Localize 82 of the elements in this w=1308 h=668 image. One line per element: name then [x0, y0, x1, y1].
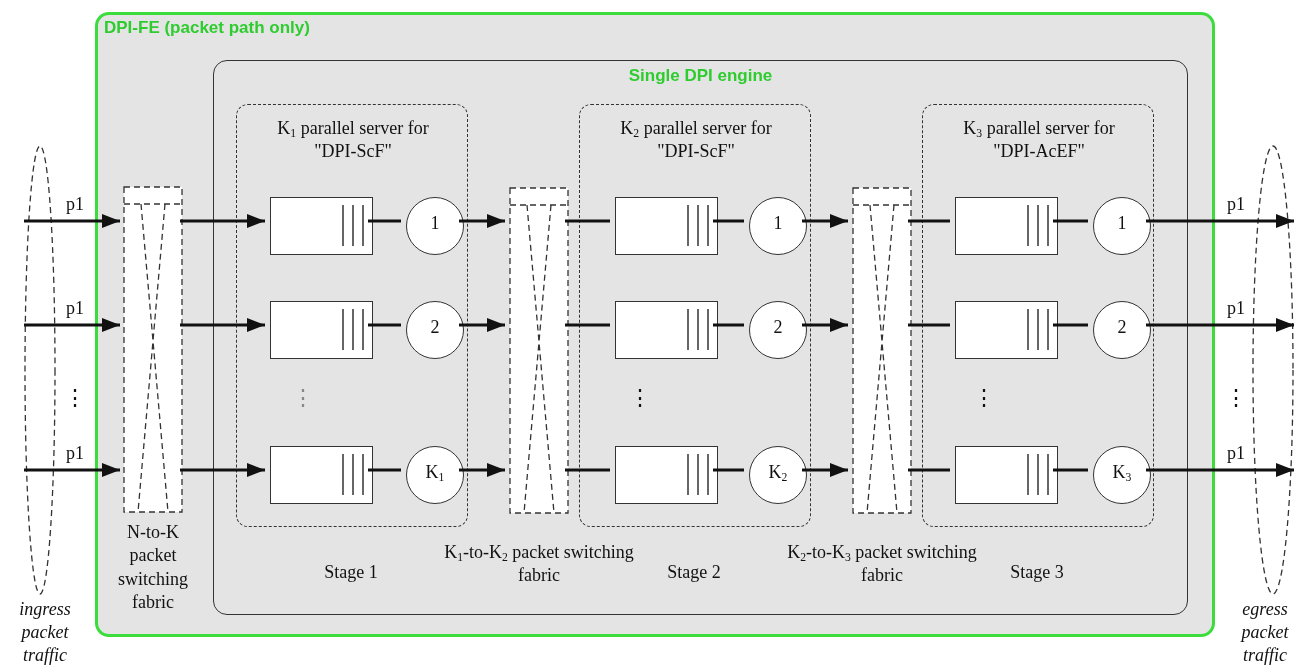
connector-line [1053, 468, 1088, 472]
arrow [1146, 463, 1294, 477]
connector-line [565, 323, 610, 327]
stage-title: K$_{2}$ parallel server for "DPI-ScF" [619, 117, 773, 164]
arrow [802, 214, 848, 228]
server-number: K$_{2}$ [767, 461, 789, 485]
server-number: K$_{3}$ [1111, 461, 1133, 485]
arrow [802, 318, 848, 332]
caption-text: Stage 2 [666, 561, 722, 584]
connector-line [1053, 323, 1088, 327]
stage-title: K$_{3}$ parallel server for "DPI-AcEF" [962, 117, 1116, 164]
caption-text: egress packet traffic [1239, 598, 1290, 668]
queue-box [270, 301, 373, 359]
caption-text: K$_{2}$-to-K$_{3}$ packet switching fabric [786, 541, 978, 588]
ellipsis-mark: ⋮ [292, 384, 308, 412]
caption-text: Stage 3 [1009, 561, 1065, 584]
dashed-group-box [922, 104, 1154, 527]
switching-fabric-box [123, 186, 183, 513]
switching-fabric-box [509, 187, 569, 514]
queue-box [955, 446, 1058, 504]
caption-text: ingress packet traffic [18, 598, 72, 668]
arrow [459, 318, 505, 332]
server-number: 2 [772, 316, 784, 339]
arrow [459, 463, 505, 477]
queue-box [615, 197, 718, 255]
dashed-ellipse [1252, 145, 1294, 595]
edge-label: p1 [65, 442, 85, 465]
connector-line [713, 219, 744, 223]
dashed-group-box [236, 104, 468, 527]
connector-line [908, 323, 950, 327]
connector-line [1053, 219, 1088, 223]
server-number: 1 [429, 212, 441, 235]
connector-line [908, 219, 950, 223]
stage-title: K$_{1}$ parallel server for "DPI-ScF" [276, 117, 430, 164]
queue-box [270, 197, 373, 255]
server-number: 1 [1116, 212, 1128, 235]
arrow [1146, 214, 1294, 228]
queue-box [615, 446, 718, 504]
arrow [802, 463, 848, 477]
edge-label: p1 [65, 193, 85, 216]
system-title: DPI-FE (packet path only) [104, 17, 310, 39]
caption-text: Stage 1 [323, 561, 379, 584]
caption-text: N-to-K packet switching fabric [117, 521, 189, 615]
connector-line [713, 468, 744, 472]
switching-fabric-box [852, 187, 912, 514]
arrow [24, 318, 120, 332]
arrow [1146, 318, 1294, 332]
arrow [180, 463, 265, 477]
ellipsis-mark: ⋮ [629, 384, 645, 412]
queue-box [955, 301, 1058, 359]
caption-text: K$_{1}$-to-K$_{2}$ packet switching fabric [443, 541, 635, 588]
server-number: 2 [1116, 316, 1128, 339]
dashed-group-box [579, 104, 811, 527]
queue-box [615, 301, 718, 359]
arrow [180, 214, 265, 228]
edge-label: p1 [1226, 297, 1246, 320]
arrow [459, 214, 505, 228]
edge-label: p1 [65, 297, 85, 320]
ellipsis-mark: ⋮ [973, 384, 989, 412]
connector-line [368, 219, 401, 223]
server-number: 1 [772, 212, 784, 235]
connector-line [908, 468, 950, 472]
server-number: K$_{1}$ [424, 461, 446, 485]
ellipsis-mark: ⋮ [64, 384, 80, 412]
engine-title: Single DPI engine [627, 65, 774, 87]
edge-label: p1 [1226, 442, 1246, 465]
dashed-ellipse [24, 145, 56, 595]
connector-line [565, 219, 610, 223]
connector-line [368, 323, 401, 327]
engine-box [213, 60, 1188, 615]
arrow [24, 463, 120, 477]
ellipsis-mark: ⋮ [1225, 384, 1241, 412]
queue-box [270, 446, 373, 504]
system-boundary-box [95, 12, 1215, 637]
arrow [180, 318, 265, 332]
queue-box [955, 197, 1058, 255]
arrow [24, 214, 120, 228]
connector-line [713, 323, 744, 327]
connector-line [368, 468, 401, 472]
edge-label: p1 [1226, 193, 1246, 216]
connector-line [565, 468, 610, 472]
server-number: 2 [429, 316, 441, 339]
